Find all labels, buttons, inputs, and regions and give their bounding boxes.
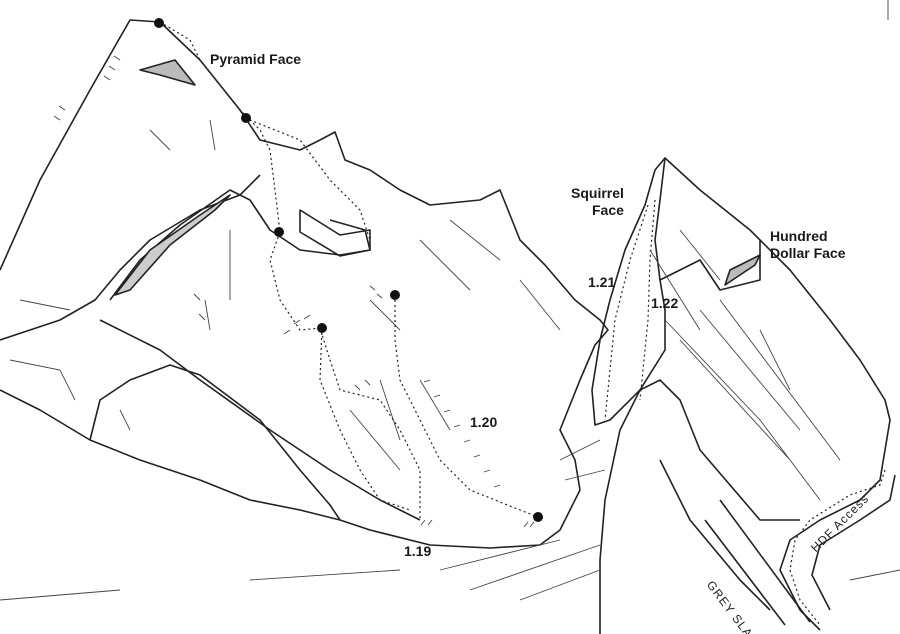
route-line-pyramid bbox=[159, 21, 421, 520]
hdf-access-border bbox=[811, 474, 896, 611]
grey-slab-path bbox=[704, 499, 811, 626]
label-squirrel-face: Squirrel Face bbox=[571, 185, 624, 219]
shaded-ledge bbox=[139, 59, 196, 86]
shaded-band bbox=[724, 254, 761, 286]
route-line-1-19 bbox=[319, 327, 411, 511]
label-route-1-21: 1.21 bbox=[588, 274, 616, 290]
lower-slab-outline bbox=[89, 364, 341, 521]
squirrel-face-outline bbox=[591, 157, 666, 426]
label-hundred-line2: Dollar Face bbox=[770, 245, 846, 261]
face-streaks bbox=[649, 229, 841, 501]
ledge-line bbox=[0, 174, 261, 341]
label-route-1-22: 1.22 bbox=[651, 295, 679, 311]
block-outline bbox=[299, 209, 371, 257]
label-route-1-20: 1.20 bbox=[470, 414, 498, 430]
overhang-hatching bbox=[53, 55, 535, 528]
label-route-1-19: 1.19 bbox=[404, 543, 432, 559]
lower-wall-outline bbox=[599, 379, 800, 634]
hdf-access-path bbox=[789, 469, 886, 626]
label-squirrel-line1: Squirrel bbox=[571, 185, 624, 201]
hundred-dollar-face-outline bbox=[659, 157, 891, 631]
belay-points bbox=[154, 18, 543, 522]
ramp-line bbox=[109, 189, 371, 301]
pyramid-face-outline bbox=[0, 19, 609, 549]
shaded-ramp bbox=[114, 194, 231, 296]
label-squirrel-line2: Face bbox=[591, 202, 624, 218]
label-pyramid-face: Pyramid Face bbox=[210, 51, 302, 67]
ground-lines bbox=[0, 439, 900, 601]
route-line-1-22 bbox=[639, 199, 656, 401]
crack-lines bbox=[9, 119, 561, 471]
label-hundred-line1: Hundred bbox=[770, 228, 828, 244]
route-line-1-20 bbox=[394, 295, 539, 518]
label-hundred-dollar-face: Hundred Dollar Face bbox=[770, 228, 845, 262]
